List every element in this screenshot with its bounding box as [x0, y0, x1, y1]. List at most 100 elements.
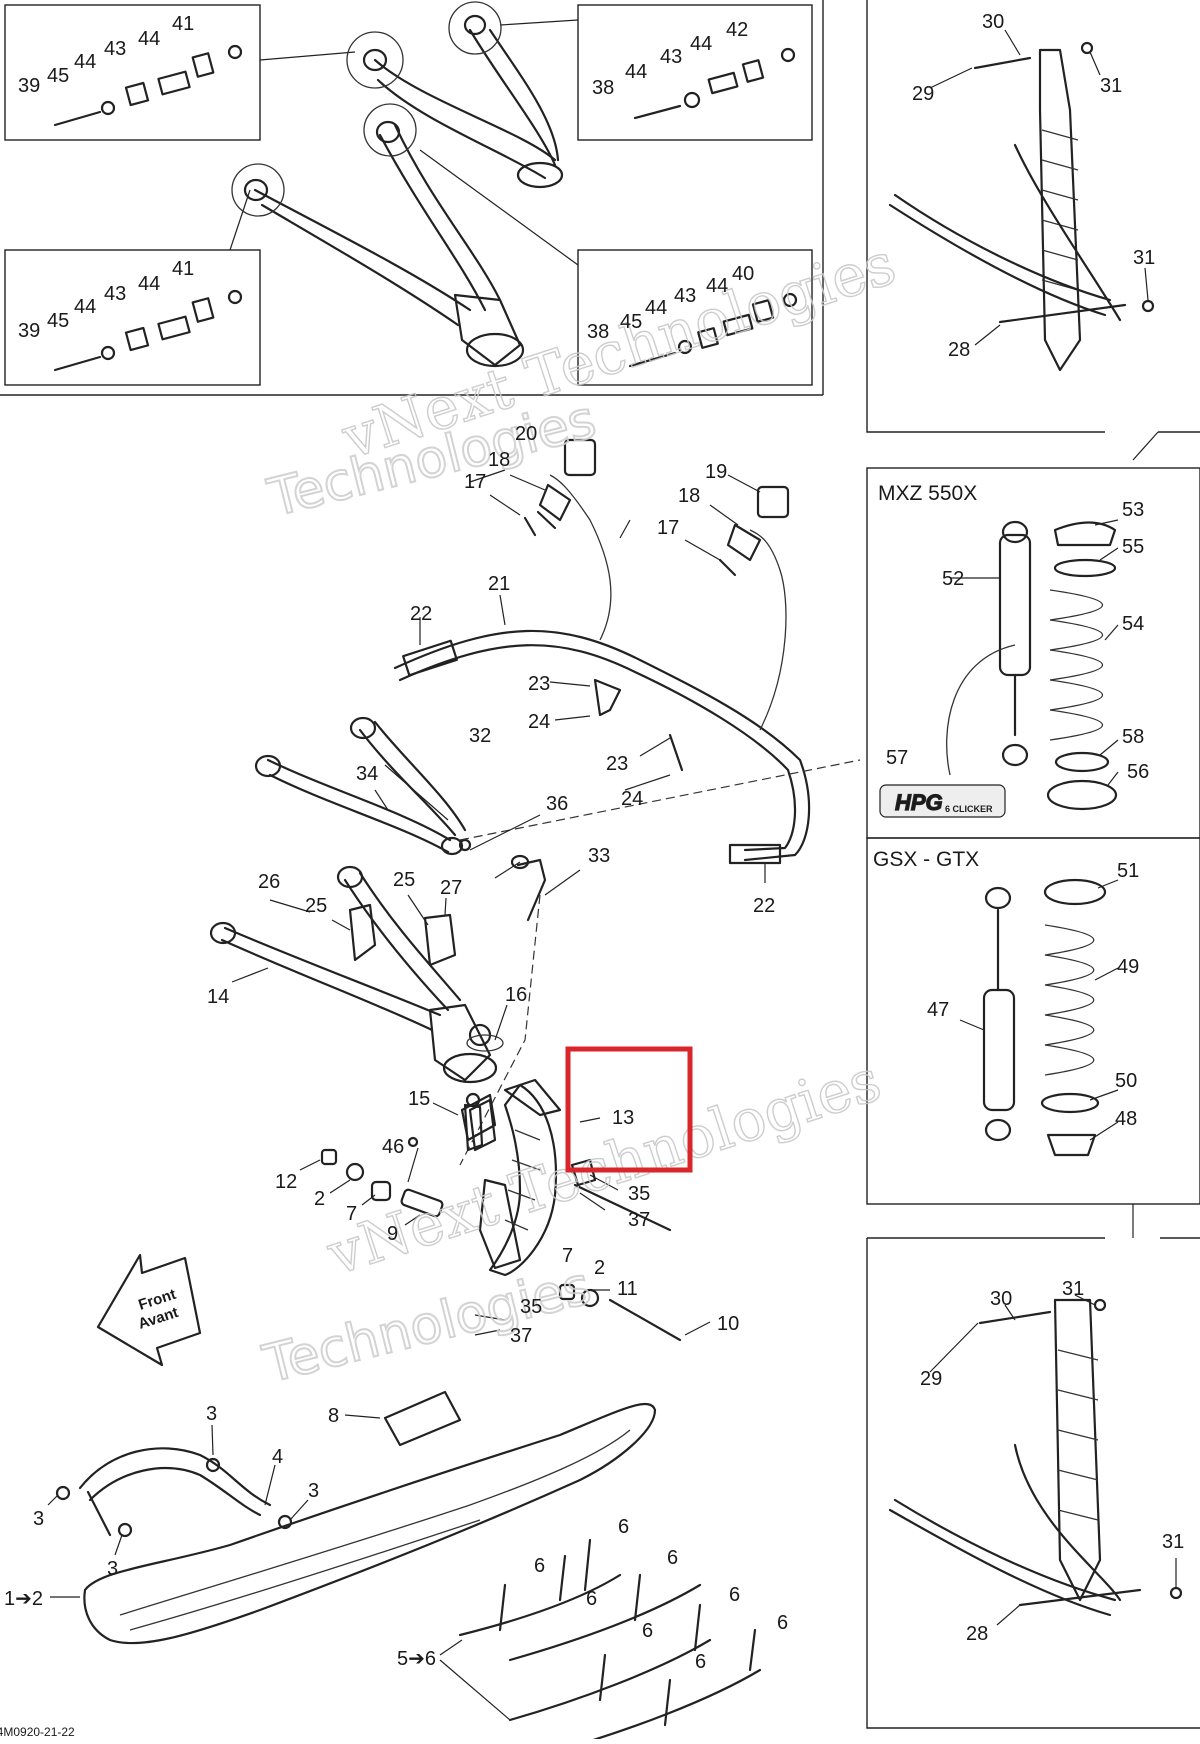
- hardware-row-2: [633, 47, 796, 120]
- spindle-group: [320, 1034, 682, 1342]
- callout-51: 51: [1117, 860, 1139, 882]
- callout-25: 25: [393, 869, 415, 891]
- callout-4: 4: [272, 1446, 283, 1468]
- callout-20: 20: [515, 423, 537, 445]
- callout-6: 6: [695, 1651, 706, 1673]
- upper-a-arm-group: [0, 0, 824, 396]
- callout-18: 18: [678, 485, 700, 507]
- callout-37: 37: [628, 1209, 650, 1231]
- callout-16: 16: [505, 984, 527, 1006]
- callout-2: 2: [594, 1257, 605, 1279]
- callout-6: 6: [534, 1555, 545, 1577]
- detail-box-top-right: [577, 4, 813, 141]
- callout-45: 45: [620, 311, 642, 333]
- callout-7: 7: [562, 1245, 573, 1267]
- callout-39: 39: [18, 320, 40, 342]
- callout-45: 45: [47, 65, 69, 87]
- callout-6: 6: [586, 1588, 597, 1610]
- callout-35: 35: [520, 1296, 542, 1318]
- callout-55: 55: [1122, 536, 1144, 558]
- hpg-logo-subtext: 6 CLICKER: [945, 804, 993, 814]
- callout-9: 9: [387, 1223, 398, 1245]
- watermark-tech-2: Technologies: [257, 1256, 597, 1395]
- callout-52: 52: [942, 568, 964, 590]
- callout-24: 24: [621, 788, 643, 810]
- sway-bar-group: [393, 438, 811, 865]
- callout-24: 24: [528, 711, 550, 733]
- drawing-number: 24M0920-21-22: [0, 1725, 75, 1739]
- callout-43: 43: [674, 285, 696, 307]
- callout-43: 43: [104, 38, 126, 60]
- callout-10: 10: [717, 1313, 739, 1335]
- callout-53: 53: [1122, 499, 1144, 521]
- callout-26: 26: [258, 871, 280, 893]
- callout-57: 57: [886, 747, 908, 769]
- callout-17: 17: [657, 517, 679, 539]
- callout-56: 56: [1127, 761, 1149, 783]
- callout-44: 44: [625, 61, 647, 83]
- callout-6: 6: [729, 1584, 740, 1606]
- hpg-logo: [879, 784, 1006, 818]
- gsx-panel-title: GSX - GTX: [873, 848, 979, 871]
- callout-54: 54: [1122, 613, 1144, 635]
- callout-44: 44: [138, 273, 160, 295]
- labels: 39 45 44 43 44 41 42 44 43 44 38 39 45 4…: [0, 11, 1184, 1739]
- ski-group: [55, 1390, 762, 1744]
- callout-21: 21: [488, 573, 510, 595]
- callout-2: 2: [314, 1188, 325, 1210]
- callout-1-to-2: 1➔2: [4, 1588, 43, 1610]
- callout-46: 46: [382, 1136, 404, 1158]
- callout-34: 34: [356, 763, 378, 785]
- mxz-panel: [866, 467, 1200, 839]
- detail-box-bottom-right: [577, 249, 813, 386]
- callout-28: 28: [948, 339, 970, 361]
- callout-35: 35: [628, 1183, 650, 1205]
- callout-30: 30: [982, 11, 1004, 33]
- callout-50: 50: [1115, 1070, 1137, 1092]
- front-arrow: [96, 1253, 202, 1367]
- hardware-row-1: [53, 44, 243, 127]
- mxz-panel-title: MXZ 550X: [878, 482, 977, 505]
- hardware-row-3: [53, 289, 243, 372]
- callout-6: 6: [777, 1612, 788, 1634]
- callout-48: 48: [1115, 1108, 1137, 1130]
- callout-29: 29: [912, 83, 934, 105]
- callout-44: 44: [645, 297, 667, 319]
- callout-12: 12: [275, 1171, 297, 1193]
- callout-39: 39: [18, 75, 40, 97]
- callout-17: 17: [464, 471, 486, 493]
- callout-42: 42: [726, 19, 748, 41]
- callout-44: 44: [138, 28, 160, 50]
- callout-31: 31: [1133, 247, 1155, 269]
- callout-3: 3: [206, 1403, 217, 1425]
- callout-15: 15: [408, 1088, 430, 1110]
- callout-29: 29: [920, 1368, 942, 1390]
- callout-6: 6: [642, 1620, 653, 1642]
- callout-3: 3: [308, 1480, 319, 1502]
- callout-leaders: [47, 29, 1177, 1626]
- callout-27: 27: [440, 877, 462, 899]
- gsx-panel: [866, 837, 1200, 1205]
- callout-38: 38: [587, 321, 609, 343]
- callout-41: 41: [172, 13, 194, 35]
- callout-44: 44: [706, 275, 728, 297]
- callout-44: 44: [74, 51, 96, 73]
- callout-19: 19: [705, 461, 727, 483]
- watermark-vnext-2: vNext Technologies: [319, 1046, 889, 1289]
- callout-7: 7: [346, 1203, 357, 1225]
- callout-44: 44: [74, 296, 96, 318]
- callout-30: 30: [990, 1288, 1012, 1310]
- callout-8: 8: [328, 1405, 339, 1427]
- callout-36: 36: [546, 793, 568, 815]
- callout-31: 31: [1162, 1531, 1184, 1553]
- callout-22: 22: [753, 895, 775, 917]
- callout-58: 58: [1122, 726, 1144, 748]
- callout-28: 28: [966, 1623, 988, 1645]
- callout-25: 25: [305, 895, 327, 917]
- detail-box-bottom-left: [4, 249, 261, 386]
- callout-31: 31: [1062, 1278, 1084, 1300]
- shock-panels: [866, 0, 1200, 1729]
- callout-45: 45: [47, 310, 69, 332]
- callout-5-to-6: 5➔6: [397, 1648, 436, 1670]
